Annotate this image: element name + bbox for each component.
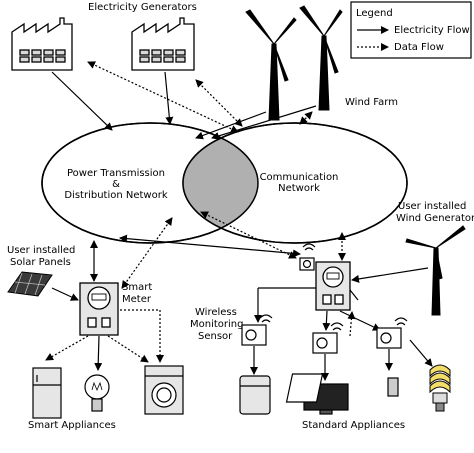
standard-appliances-label: Standard Appliances (302, 420, 405, 431)
smart-meter (315, 261, 351, 311)
wind-turbine-icon (405, 225, 466, 316)
smart-meter (79, 282, 119, 336)
computer-tower-icon (239, 375, 271, 415)
toaster-icon (285, 373, 399, 403)
wireless-sensor-label: Sensor (198, 331, 233, 342)
wireless-sensor-icon (312, 322, 344, 381)
factory-icon (11, 17, 73, 71)
legend-electricity-label: Electricity Flow (394, 25, 470, 36)
wireless-sensor-label: Wireless (195, 307, 237, 318)
smart-meter-label: Meter (122, 294, 152, 305)
solar-panels-label: User installed (7, 245, 75, 256)
electricity-generators-label: Electricity Generators (88, 2, 197, 13)
solar-panel-icon (7, 271, 53, 297)
lamp-flow (409, 339, 433, 367)
wireless-sensor-icon (376, 317, 408, 371)
wireless-router (299, 243, 316, 271)
wind-farm-label: Wind Farm (345, 97, 398, 108)
wind-turbine-icon (299, 5, 343, 111)
light-bulb-icon (84, 374, 110, 412)
power-network-label: Distribution Network (64, 190, 167, 201)
refrigerator-icon (32, 367, 62, 419)
legend-data-label: Data Flow (394, 42, 444, 53)
communication-network-label: Network (278, 183, 320, 194)
factory-icon (131, 17, 195, 71)
wireless-sensor-label: Monitoring (190, 319, 243, 330)
solar-flow (51, 287, 79, 301)
cfl-bulb-icon (429, 364, 451, 412)
smart-appliances-label: Smart Appliances (28, 420, 116, 431)
smart-meter-flows (45, 217, 173, 371)
user-wind-label: Wind Generator (396, 213, 474, 224)
washing-machine-icon (144, 365, 184, 415)
power-network-label: Power Transmission (67, 168, 165, 179)
legend: Legend Electricity Flow Data Flow (350, 1, 472, 59)
right-meter-flows (119, 211, 429, 337)
legend-title: Legend (356, 8, 393, 19)
smart-meter-label: Smart (122, 282, 152, 293)
wind-turbine-icon (245, 9, 297, 121)
power-network-label: & (112, 179, 120, 190)
network-ellipses (41, 122, 408, 244)
wireless-sensor-icon (241, 314, 273, 375)
solar-panels-label: Solar Panels (10, 257, 71, 268)
user-wind-label: User installed (398, 201, 466, 212)
generation-flows (51, 61, 317, 140)
communication-network-label: Communication (260, 172, 339, 183)
